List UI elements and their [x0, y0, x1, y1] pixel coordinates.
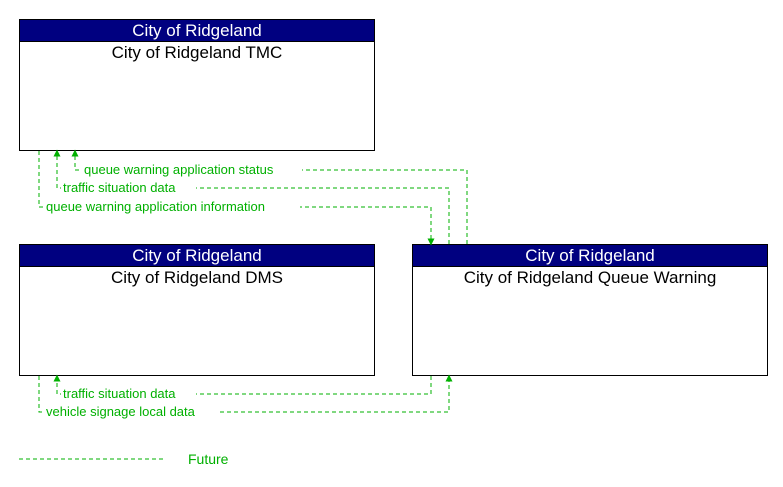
- queue-warning-title: City of Ridgeland Queue Warning: [463, 268, 717, 287]
- flow-line-traffic-situation-top: [53, 149, 450, 244]
- tmc-title: City of Ridgeland TMC: [111, 43, 283, 62]
- dms-box: City of Ridgeland City of Ridgeland DMS: [19, 244, 375, 376]
- flow-line-traffic-situation-bottom: [53, 374, 432, 395]
- queue-warning-owner-header: City of Ridgeland: [413, 245, 767, 267]
- flow-label-qw-info: queue warning application information: [46, 199, 265, 214]
- dms-owner-header: City of Ridgeland: [20, 245, 374, 267]
- flow-label-traffic-situation-bottom: traffic situation data: [63, 386, 176, 401]
- flow-label-vehicle-signage: vehicle signage local data: [46, 404, 196, 419]
- queue-warning-box: City of Ridgeland City of Ridgeland Queu…: [412, 244, 768, 376]
- flow-label-traffic-situation-top: traffic situation data: [63, 180, 176, 195]
- tmc-owner-header: City of Ridgeland: [20, 20, 374, 42]
- flow-label-qw-status: queue warning application status: [84, 162, 274, 177]
- flow-line-vehicle-signage: [38, 374, 453, 413]
- dms-title: City of Ridgeland DMS: [111, 268, 283, 287]
- tmc-box: City of Ridgeland City of Ridgeland TMC: [19, 19, 375, 151]
- legend-future-label: Future: [188, 451, 229, 467]
